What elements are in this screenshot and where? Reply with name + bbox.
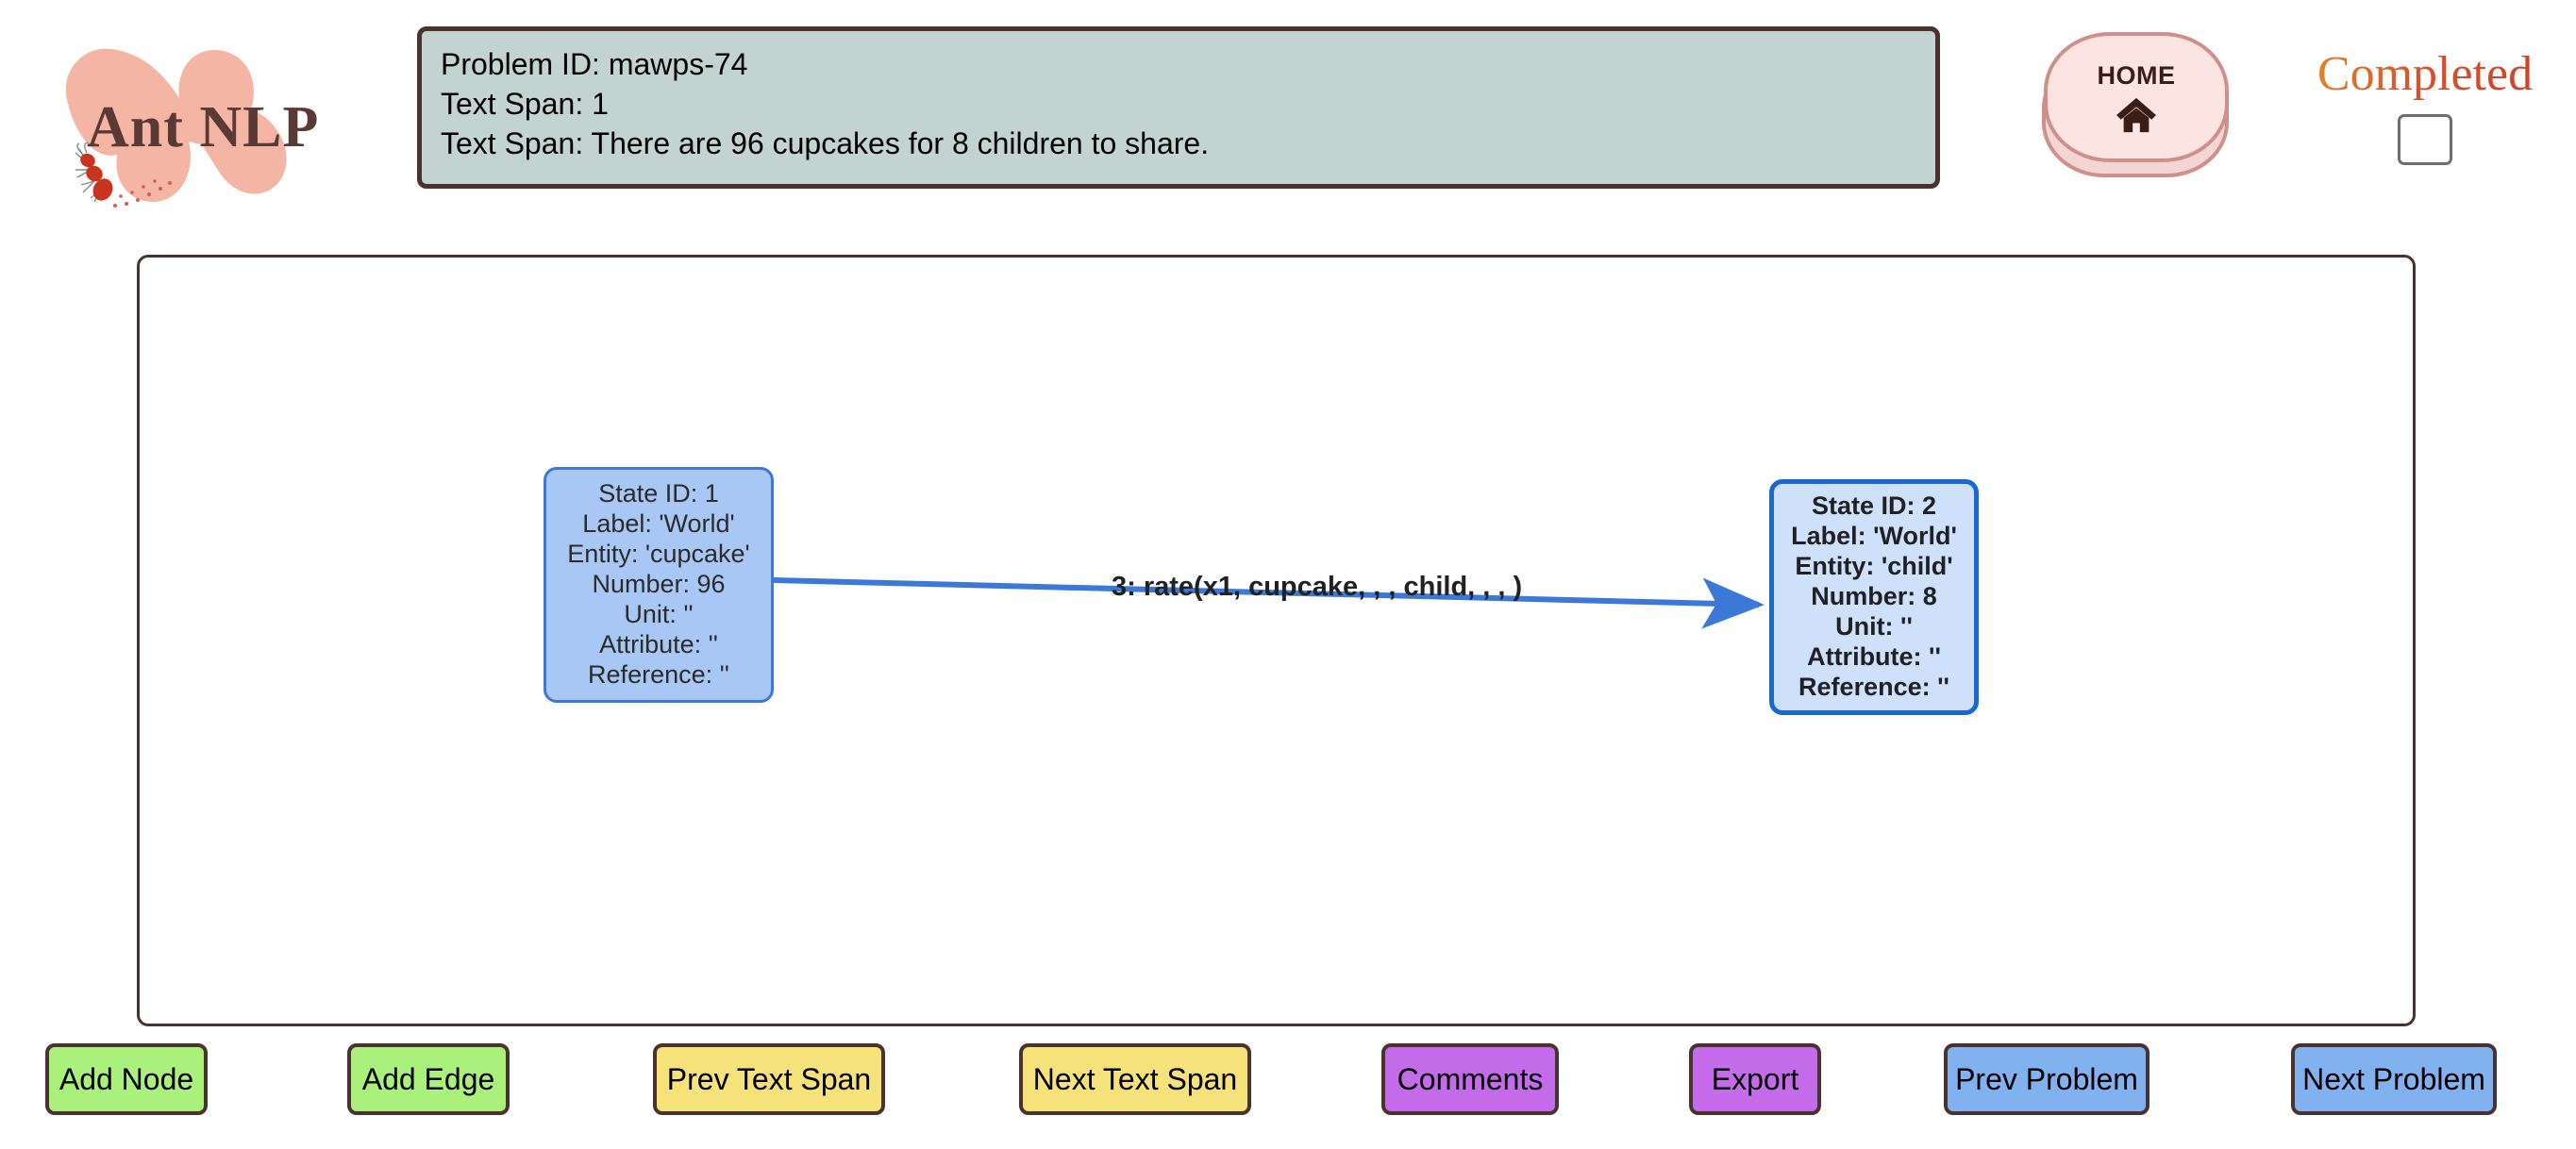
ant-icon — [75, 142, 172, 208]
completed-label: Completed — [2302, 48, 2548, 101]
home-icon — [2116, 97, 2156, 132]
add-node-button[interactable]: Add Node — [45, 1043, 208, 1115]
prev-text-span-button[interactable]: Prev Text Span — [653, 1043, 885, 1115]
text-span-index-line: Text Span: 1 — [441, 87, 609, 122]
node-2-entity: Entity: 'child' — [1795, 552, 1953, 581]
problem-id-line: Problem ID: mawps-74 — [441, 47, 748, 81]
completed-section: Completed — [2302, 48, 2548, 165]
node-1-state-id: State ID: 1 — [598, 479, 719, 508]
node-1-label: Label: 'World' — [582, 509, 735, 539]
home-button[interactable]: HOME — [2040, 30, 2231, 181]
node-1-entity: Entity: 'cupcake' — [567, 540, 750, 569]
completed-checkbox[interactable] — [2398, 113, 2452, 165]
next-text-span-button[interactable]: Next Text Span — [1019, 1043, 1251, 1115]
node-1-unit: Unit: '' — [624, 599, 694, 628]
next-problem-button[interactable]: Next Problem — [2291, 1043, 2497, 1115]
graph-layer: 3: rate(x1, cupcake, , , child, , , ) St… — [140, 258, 2413, 1024]
home-button-label: HOME — [2097, 60, 2176, 90]
node-2-number: Number: 8 — [1811, 582, 1937, 611]
problem-info-panel: Problem ID: mawps-74 Text Span: 1 Text S… — [417, 26, 1940, 189]
graph-node-2[interactable]: State ID: 2 Label: 'World' Entity: 'chil… — [1769, 479, 1979, 715]
node-2-reference: Reference: '' — [1798, 672, 1949, 701]
logo-text: Ant NLP — [87, 95, 320, 159]
comments-button[interactable]: Comments — [1381, 1043, 1559, 1115]
node-1-reference: Reference: '' — [588, 659, 729, 689]
prev-problem-button[interactable]: Prev Problem — [1944, 1043, 2149, 1115]
home-button-face: HOME — [2044, 32, 2229, 162]
add-edge-button[interactable]: Add Edge — [347, 1043, 510, 1115]
logo-brush-shape — [65, 48, 287, 202]
node-2-state-id: State ID: 2 — [1811, 491, 1937, 521]
node-2-attribute: Attribute: '' — [1807, 641, 1941, 671]
text-span-content-line: Text Span: There are 96 cupcakes for 8 c… — [441, 126, 1210, 161]
node-1-attribute: Attribute: '' — [599, 629, 718, 658]
app-logo: Ant NLP — [38, 17, 321, 208]
graph-edges — [773, 577, 1765, 629]
edge-label-3[interactable]: 3: rate(x1, cupcake, , , child, , , ) — [1112, 572, 1523, 602]
export-button[interactable]: Export — [1689, 1043, 1821, 1115]
graph-node-1[interactable]: State ID: 1 Label: 'World' Entity: 'cupc… — [544, 467, 774, 703]
node-2-unit: Unit: '' — [1835, 611, 1913, 641]
node-1-number: Number: 96 — [592, 570, 726, 599]
node-2-label: Label: 'World' — [1791, 522, 1957, 551]
bottom-toolbar: Add Node Add Edge Prev Text Span Next Te… — [0, 1043, 2576, 1149]
graph-canvas[interactable]: 3: rate(x1, cupcake, , , child, , , ) St… — [137, 255, 2416, 1026]
